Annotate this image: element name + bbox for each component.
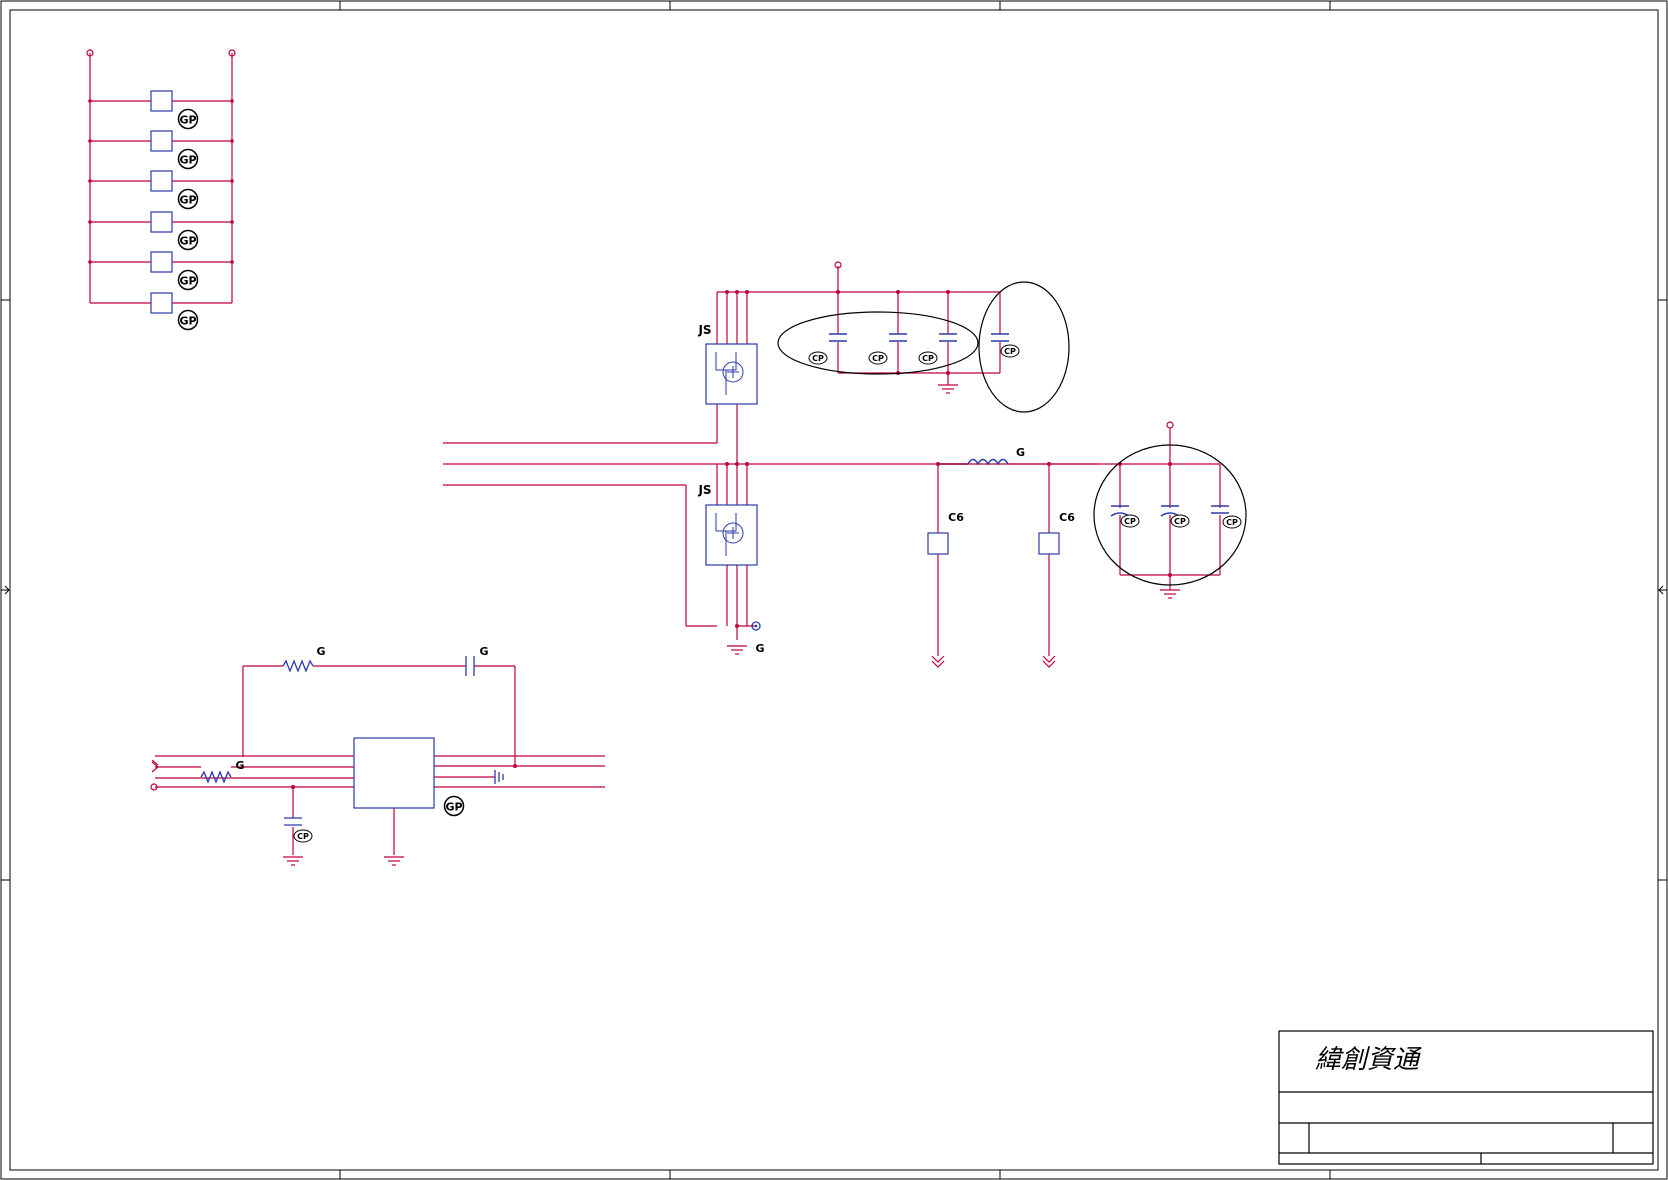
cp-badge-label: CP (1174, 517, 1186, 526)
cp-badge: CP (918, 351, 938, 365)
test-point: G (751, 621, 765, 655)
gp-rail-bank: GP GP GP GP GP GP (86, 49, 236, 331)
high-side-mosfet: JS (697, 323, 758, 405)
gp-badge-label: GP (179, 114, 196, 127)
gp-badge-label: GP (179, 275, 196, 288)
high-side-mosfet-ref: JS (697, 323, 711, 337)
feedback-cap-ref: G (479, 645, 488, 658)
power-stage: G JS JS G C6 C6 (443, 261, 1247, 668)
gp-badge-label: GP (179, 194, 196, 207)
cp-badge-label: CP (812, 354, 824, 363)
title-block: 緯創資通 (1278, 1030, 1654, 1165)
cp-badge-label: CP (1004, 347, 1016, 356)
tp1-ref: C6 (948, 511, 964, 524)
cp-badge: CP (1000, 344, 1020, 358)
cp-badge-label: CP (872, 354, 884, 363)
cp-badge-label: CP (1124, 517, 1136, 526)
low-side-mosfet: JS (697, 483, 758, 566)
gp-badge: GP (177, 229, 199, 251)
gp-badge: GP (177, 309, 199, 331)
cp-badge-label: CP (1226, 518, 1238, 527)
cp-badge: CP (808, 351, 828, 365)
cp-badge-label: CP (297, 832, 309, 841)
gp-badge-label: GP (445, 801, 462, 814)
test-point-ref: G (755, 642, 764, 655)
cp-badge: CP (293, 829, 313, 843)
inductor: G (938, 446, 1025, 466)
gp-badge: GP (443, 795, 465, 817)
company-logo: 緯創資通 (1315, 1045, 1422, 1075)
controller-ic (353, 737, 435, 809)
tp2-ref: C6 (1059, 511, 1075, 524)
cp-badge: CP (1170, 514, 1190, 528)
gp-badge: GP (177, 269, 199, 291)
inductor-ref: G (1016, 446, 1025, 459)
cp-badge: CP (1222, 515, 1242, 529)
gp-badge-label: GP (179, 315, 196, 328)
gp-badge-label: GP (179, 154, 196, 167)
low-side-mosfet-ref: JS (697, 483, 711, 497)
cp-badge: CP (868, 351, 888, 365)
gp-badge: GP (177, 148, 199, 170)
controller-block: G G G GP CP (150, 645, 605, 866)
cp-badge: CP (1120, 514, 1140, 528)
gp-badge-label: GP (179, 235, 196, 248)
input-resistor-ref: G (235, 759, 244, 772)
gp-badge-group: GP GP GP GP GP GP (177, 108, 199, 331)
cp-badge-group: CP CP CP CP CP CP CP (808, 344, 1242, 529)
gp-badge: GP (177, 108, 199, 130)
gp-badge: GP (177, 188, 199, 210)
cp-badge-label: CP (922, 354, 934, 363)
feedback-resistor-ref: G (316, 645, 325, 658)
